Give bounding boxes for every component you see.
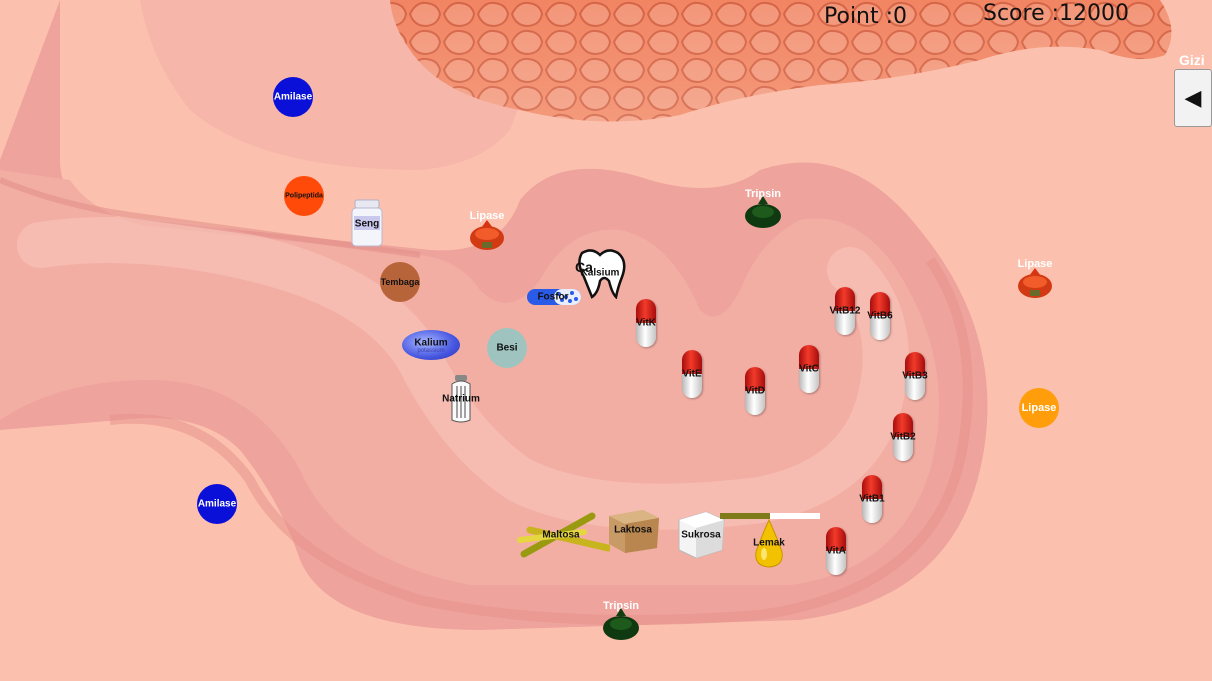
kalium-label: Kalium	[414, 337, 448, 349]
oil-drop-icon	[755, 518, 783, 568]
natrium-label: Natrium	[442, 393, 480, 405]
vitamin-d-capsule[interactable]: VitD	[745, 367, 765, 415]
lemak-progress-bar	[720, 513, 820, 519]
vitc-label: VitC	[799, 363, 819, 375]
vitd-label: VitD	[745, 385, 765, 397]
lipase-basket-icon	[1018, 268, 1052, 298]
lemak-progress-fill	[720, 513, 770, 519]
kalsium-symbol: Ca	[575, 259, 593, 275]
amilase-enzyme[interactable]: Amilase	[273, 77, 313, 117]
vitb2-label: VitB2	[890, 431, 916, 443]
vitamin-b2-capsule[interactable]: VitB2	[890, 413, 916, 461]
capsule-icon	[835, 287, 855, 335]
pancreas	[390, 0, 1172, 122]
polipeptida-enzyme[interactable]: Polipeptida	[284, 176, 324, 216]
kalsium-mineral[interactable]: Ca Kalsium	[570, 247, 628, 299]
sugarcane-icon	[517, 512, 610, 558]
vitamin-b1-capsule[interactable]: VitB1	[859, 475, 885, 523]
sukrosa-nutrient[interactable]: Sukrosa	[676, 510, 726, 560]
kalium-mineral[interactable]: Kalium potassium	[402, 330, 460, 360]
lemak-label: Lemak	[753, 537, 785, 549]
sukrosa-label: Sukrosa	[681, 529, 721, 541]
tripsin-enzyme[interactable]: Tripsin	[743, 188, 783, 230]
lipase-label: Lipase	[1021, 402, 1057, 414]
tripsin-enzyme[interactable]: Tripsin	[601, 600, 641, 642]
gizi-panel-toggle-button[interactable]: ◀	[1174, 69, 1212, 127]
vitamin-c-capsule[interactable]: VitC	[799, 345, 819, 393]
supplement-bottle-icon	[351, 199, 383, 247]
capsule-icon	[745, 367, 765, 415]
vitb3-label: VitB3	[902, 370, 928, 382]
natrium-mineral[interactable]: Natrium	[442, 374, 480, 424]
kalsium-label: Kalsium	[580, 267, 620, 279]
besi-label: Besi	[496, 342, 518, 354]
amilase-label: Amilase	[197, 498, 237, 510]
fosfor-label: Fosfor	[537, 291, 569, 303]
fosfor-mineral[interactable]: Fosfor	[526, 287, 582, 307]
triangle-left-icon: ◀	[1184, 85, 1202, 110]
kalium-sublabel: potassium	[417, 348, 445, 354]
capsule-icon	[905, 352, 925, 400]
polipeptida-label: Polipeptida	[285, 192, 323, 200]
point-counter: Point :0	[824, 4, 908, 29]
lipase-basket[interactable]: Lipase	[469, 210, 505, 252]
lemak-nutrient[interactable]: Lemak	[752, 518, 786, 570]
tripsin-basket-icon	[745, 196, 781, 228]
maltosa-label: Maltosa	[542, 529, 580, 541]
amilase-label: Amilase	[273, 91, 313, 103]
lipase-basket[interactable]: Lipase	[1017, 258, 1053, 300]
lipase-enzyme[interactable]: Lipase	[1019, 388, 1059, 428]
vitamin-e-capsule[interactable]: VitE	[682, 350, 702, 398]
capsule-icon	[636, 299, 656, 347]
seng-label: Seng	[354, 218, 380, 230]
vitamin-b3-capsule[interactable]: VitB3	[902, 352, 928, 400]
vitb6-label: VitB6	[867, 310, 893, 322]
capsule-icon	[893, 413, 913, 461]
vitamin-b12-capsule[interactable]: VitB12	[830, 287, 860, 335]
sugar-cube-icon	[678, 511, 725, 559]
vitb1-label: VitB1	[859, 493, 885, 505]
tooth-icon	[578, 249, 626, 299]
fosfor-capsule-icon	[527, 289, 581, 305]
tembaga-mineral[interactable]: Tembaga	[380, 262, 420, 302]
maltosa-nutrient[interactable]: Maltosa	[512, 510, 610, 560]
capsule-icon	[799, 345, 819, 393]
capsule-icon	[826, 527, 846, 575]
vitamin-a-capsule[interactable]: VitA	[826, 527, 846, 575]
tripsin-basket-icon	[603, 608, 639, 640]
tripsin-label: Tripsin	[744, 188, 782, 200]
laktosa-label: Laktosa	[614, 524, 652, 536]
laktosa-nutrient[interactable]: Laktosa	[605, 506, 661, 554]
lipase-label: Lipase	[1017, 258, 1053, 270]
vitamin-b6-capsule[interactable]: VitB6	[867, 292, 893, 340]
lipase-label: Lipase	[469, 210, 505, 222]
gizi-label: Gizi	[1179, 52, 1205, 68]
vitb12-label: VitB12	[829, 305, 861, 317]
tembaga-label: Tembaga	[380, 277, 420, 287]
capsule-icon	[870, 292, 890, 340]
salt-shaker-icon	[451, 375, 471, 423]
vitamin-k-capsule[interactable]: VitK	[636, 299, 656, 347]
besi-mineral[interactable]: Besi	[487, 328, 527, 368]
vite-label: VitE	[682, 368, 702, 380]
score-counter: Score :12000	[983, 1, 1130, 26]
seng-mineral[interactable]: Seng	[347, 198, 387, 248]
lipase-basket-icon	[470, 220, 504, 250]
vitk-label: VitK	[636, 317, 656, 329]
capsule-icon	[682, 350, 702, 398]
tripsin-label: Tripsin	[602, 600, 640, 612]
vita-label: VitA	[826, 545, 846, 557]
capsule-icon	[862, 475, 882, 523]
amilase-enzyme[interactable]: Amilase	[197, 484, 237, 524]
sugar-cube-icon	[609, 510, 659, 553]
